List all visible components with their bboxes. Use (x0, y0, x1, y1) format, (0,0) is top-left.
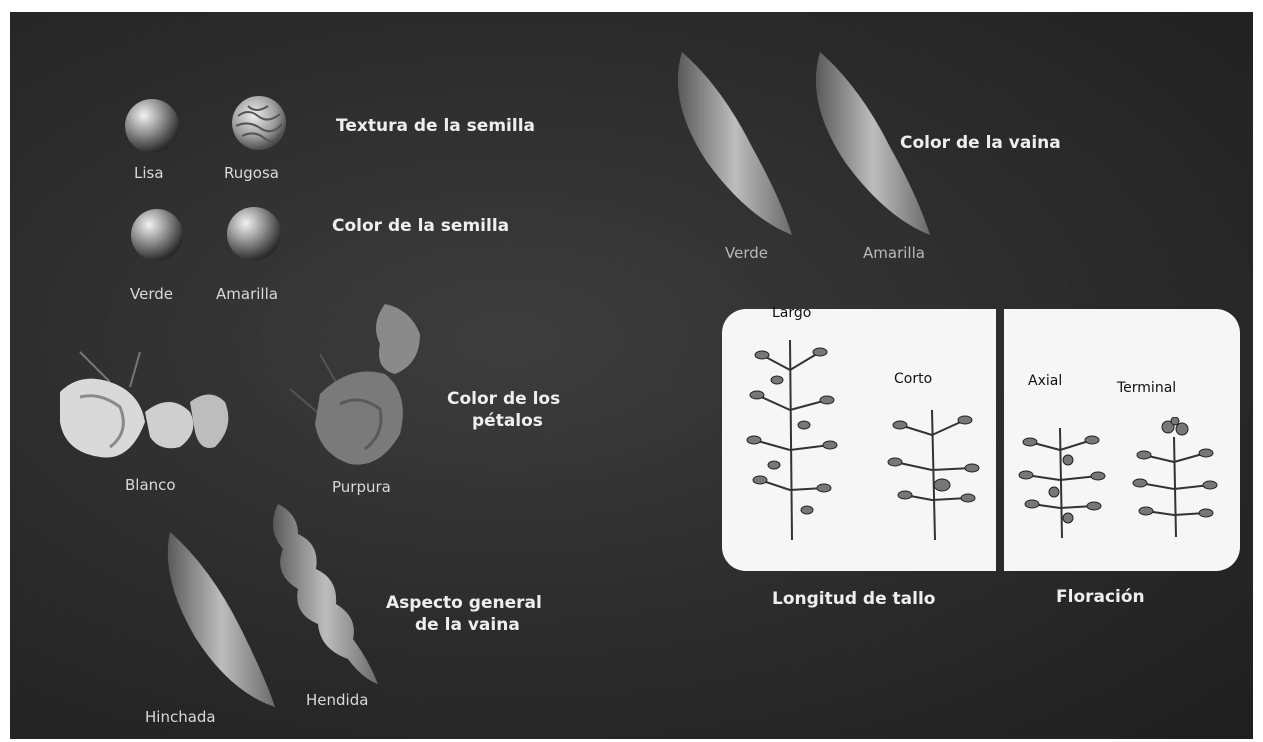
axial-plant-icon (1012, 420, 1112, 540)
pod-shape-title-line1: Aspecto general (386, 592, 542, 614)
wrinkled-seed-icon (228, 92, 290, 154)
flowering-option-axial: Axial (1028, 373, 1062, 389)
terminal-plant-icon (1128, 417, 1223, 539)
tall-plant-icon (732, 330, 852, 542)
petal-color-option-purple: Purpura (332, 478, 391, 496)
seed-texture-option-smooth: Lisa (134, 164, 164, 182)
petal-color-title-line2: pétalos (472, 410, 543, 432)
flowering-option-terminal: Terminal (1117, 380, 1176, 396)
pea-traits-board: Lisa Rugosa Textura de la semilla Verde … (10, 12, 1253, 739)
purple-flower-icon (270, 294, 450, 479)
pod-shape-option-inflated: Hinchada (145, 708, 216, 726)
seed-color-option-green: Verde (130, 285, 173, 303)
stem-length-option-long: Largo (772, 305, 811, 321)
pod-shape-option-constricted: Hendida (306, 691, 368, 709)
seed-color-title: Color de la semilla (332, 215, 509, 237)
flowering-title: Floración (1056, 586, 1145, 608)
seed-color-option-yellow: Amarilla (216, 285, 278, 303)
seed-texture-option-wrinkled: Rugosa (224, 164, 279, 182)
stem-length-option-short: Corto (894, 371, 932, 387)
petal-color-title-line1: Color de los (447, 388, 560, 410)
pod-color-title: Color de la vaina (900, 132, 1061, 154)
pod-shape-title-line2: de la vaina (415, 614, 520, 636)
smooth-seed-icon (122, 96, 182, 156)
constricted-pod-icon (258, 499, 388, 689)
yellow-seed-icon (224, 204, 284, 264)
green-seed-icon (128, 206, 186, 264)
pod-color-option-yellow: Amarilla (863, 244, 925, 262)
stem-length-title: Longitud de tallo (772, 588, 935, 610)
short-plant-icon (880, 400, 985, 542)
white-flower-icon (50, 332, 240, 482)
seed-texture-title: Textura de la semilla (336, 115, 535, 137)
pod-color-option-green: Verde (725, 244, 768, 262)
petal-color-option-white: Blanco (125, 476, 176, 494)
green-pod-icon (662, 47, 797, 239)
